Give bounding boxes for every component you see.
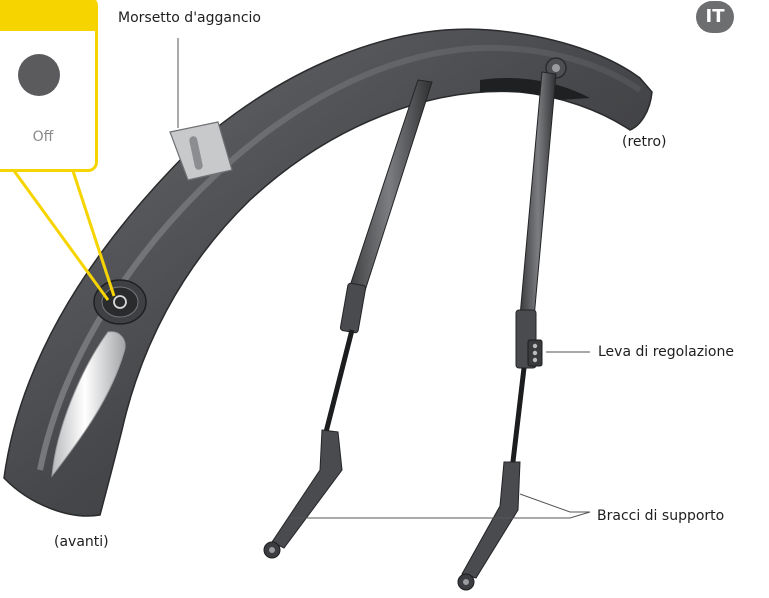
left-support-arm [272, 430, 342, 548]
right-stay-tube [520, 72, 556, 318]
right-stay-wire [512, 368, 524, 470]
language-badge: IT [696, 1, 734, 33]
right-support-arm [462, 462, 520, 578]
label-adjust-lever: Leva di regolazione [598, 344, 734, 360]
adjust-lever [528, 340, 542, 366]
light-unit [94, 280, 146, 324]
light-state-callout: Off [0, 0, 98, 172]
callout-state-label: Off [0, 129, 95, 145]
left-stay-wire [324, 330, 352, 440]
label-front: (avanti) [54, 534, 109, 550]
label-rear: (retro) [622, 134, 667, 150]
light-off-indicator-icon [18, 54, 60, 96]
left-stay-coupling [340, 283, 366, 333]
support-arms-leader-line [290, 494, 590, 518]
callout-header-bar [0, 0, 95, 31]
label-clamp: Morsetto d'aggancio [118, 10, 261, 26]
label-support-arms: Bracci di supporto [597, 508, 724, 524]
